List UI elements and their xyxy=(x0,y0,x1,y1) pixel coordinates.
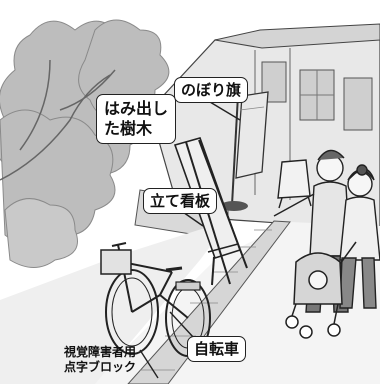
label-tactile-paving: 視覚障害者用 点字ブロック xyxy=(64,345,136,375)
label-nobori-flag: のぼり旗 xyxy=(174,77,249,103)
label-standing-signboard: 立て看板 xyxy=(143,188,218,214)
label-overhanging-tree: はみ出し た樹木 xyxy=(96,94,177,144)
stroller xyxy=(285,241,357,339)
label-bicycle: 自転車 xyxy=(187,336,247,362)
label-tactile-line-1: 視覚障害者用 xyxy=(64,345,137,359)
tree-foliage xyxy=(0,19,170,268)
label-tree-line-2: た樹木 xyxy=(104,119,153,138)
tree-branches xyxy=(0,59,116,181)
label-tree-line-1: はみ出し xyxy=(104,99,169,118)
label-tactile-line-2: 点字ブロック xyxy=(64,360,137,374)
nobori-flag xyxy=(220,91,269,211)
pedestrian-woman xyxy=(339,164,380,309)
bicycle xyxy=(100,242,211,357)
